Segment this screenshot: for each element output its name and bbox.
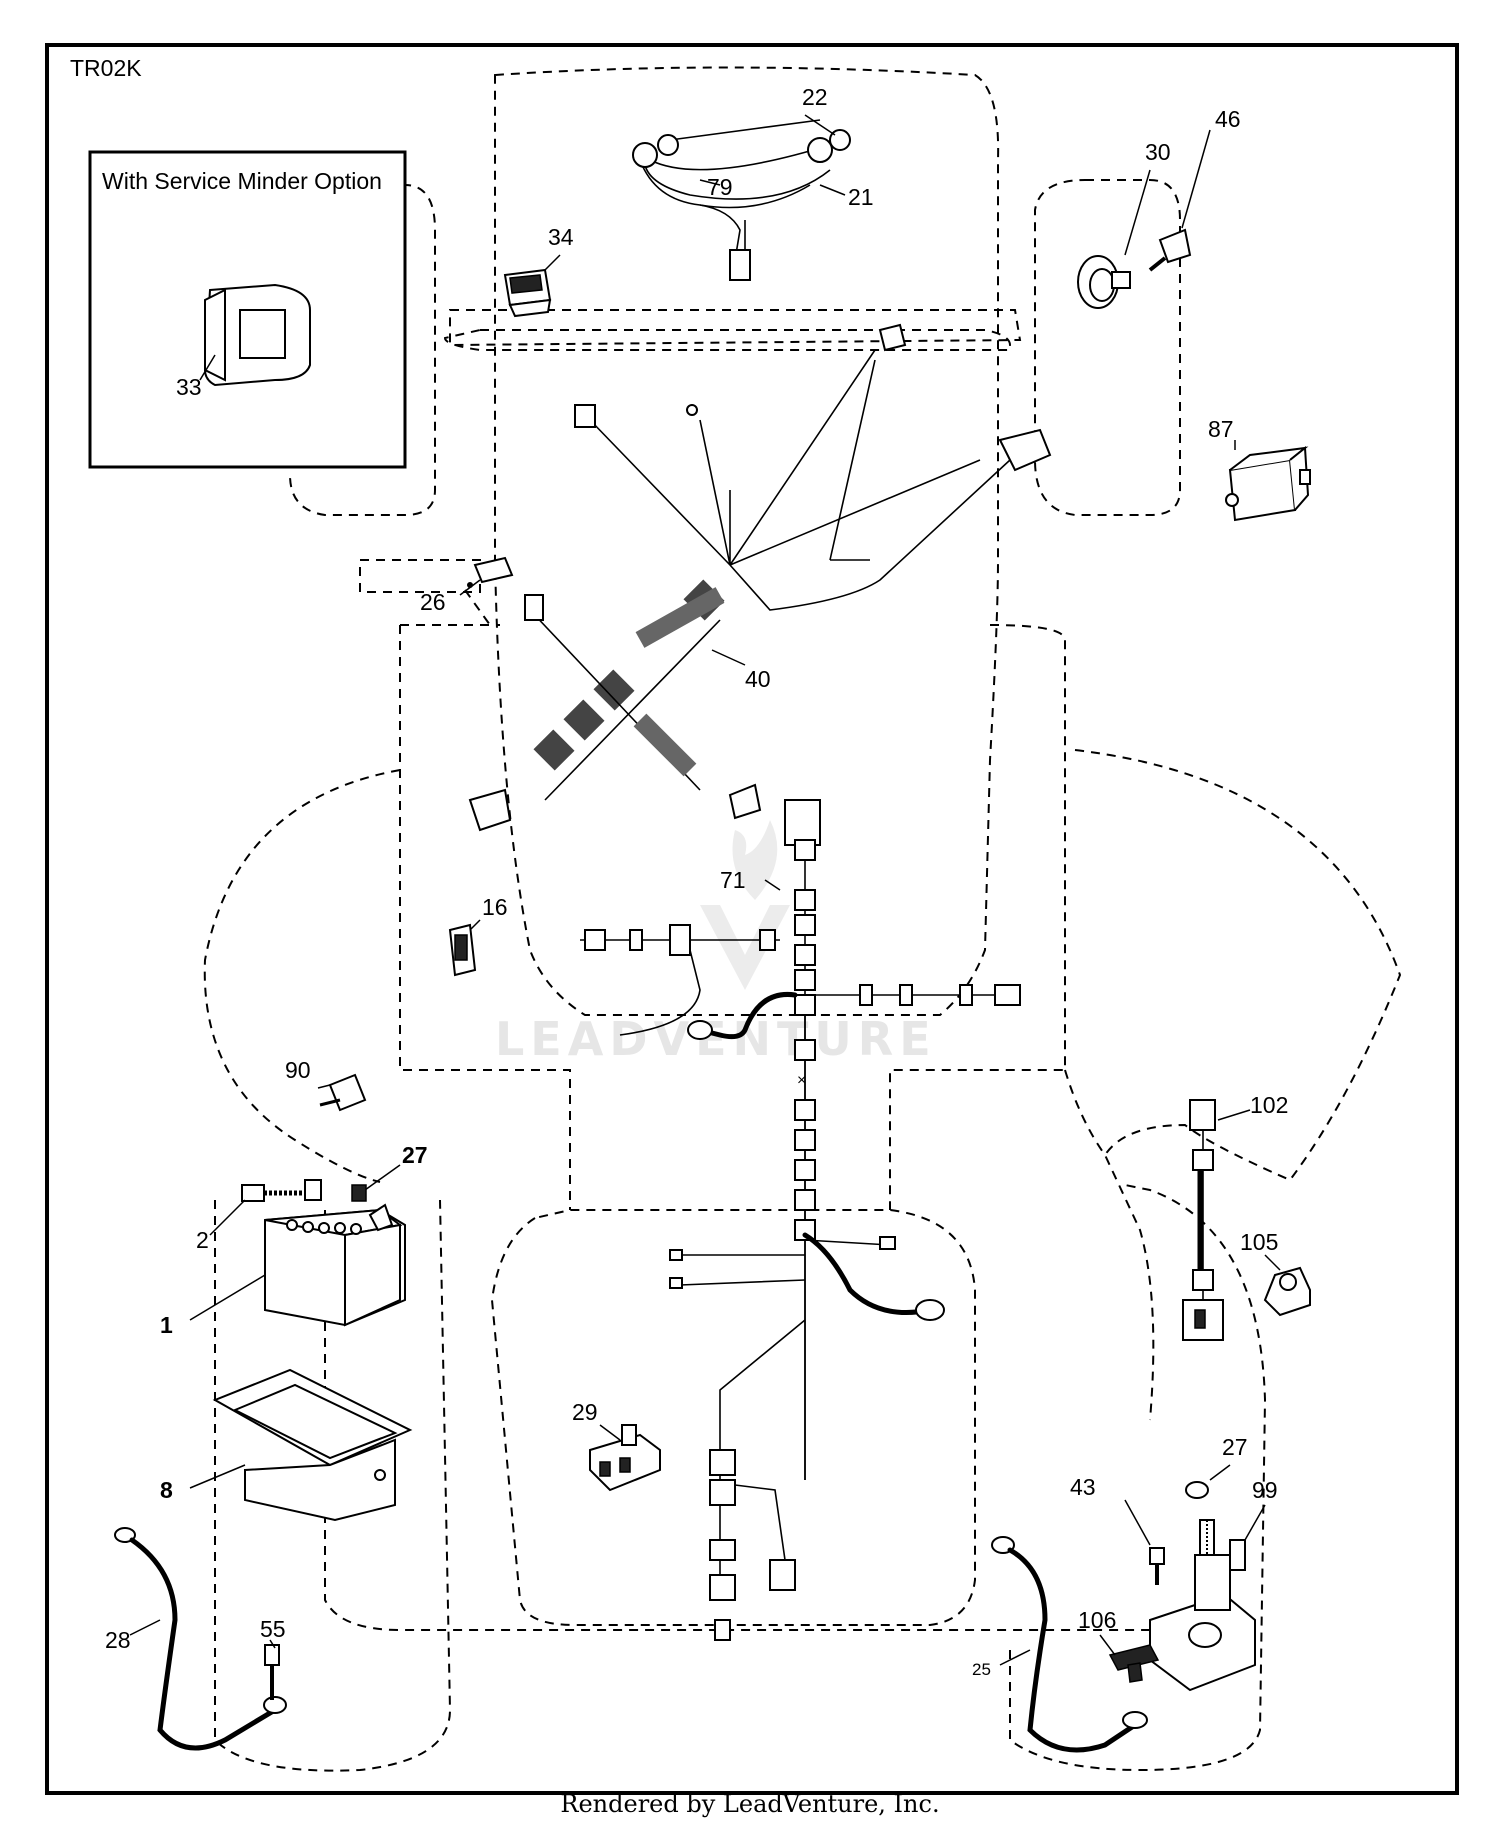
connector-16 [448,923,477,977]
svg-text:×: × [797,1072,806,1089]
watermark-text: LEADVENTURE [495,1012,937,1066]
watermark: LEADVENTURE [495,820,937,1066]
fuse-26 [467,556,514,588]
headlight-assembly [632,119,851,281]
tractor-outline [203,66,1402,1772]
hour-meter-46 [203,283,311,387]
part-106 [1108,1644,1160,1683]
label-87: 87 [1208,416,1234,442]
label-55: 55 [260,1616,286,1642]
diagram-code: TR02K [70,55,142,81]
label-46: 33 [176,374,202,400]
label-106: 106 [1078,1607,1116,1633]
nut-27 [1185,1481,1209,1499]
battery-tray-8 [212,1368,413,1522]
switch-105 [1263,1266,1311,1317]
label-29: 29 [572,1399,598,1425]
label-43: 99 [1252,1477,1278,1503]
part-90 [319,1073,367,1112]
ignition-key-33 [1148,228,1192,272]
battery-1 [264,1203,406,1327]
relay-87 [1225,446,1311,522]
diagram-frame [45,43,1459,1795]
label-105: 105 [1240,1229,1278,1255]
label-99: 43 [1070,1474,1096,1500]
cable-102 [1182,1099,1224,1341]
label-28: 28 [105,1627,131,1653]
label-30: 30 [1145,139,1171,165]
label-90: 90 [285,1057,311,1083]
cable-25 [991,1536,1148,1753]
label-2: 2 [196,1227,209,1253]
label-8: 8 [160,1477,173,1503]
main-harness-40 [468,323,1052,832]
screw-55 [264,1644,280,1700]
render-credit: Rendered by LeadVenture, Inc. [560,1790,940,1818]
battery-bolts [241,1179,367,1202]
label-22: 22 [802,84,828,110]
label-71: 71 [720,867,746,893]
harness-71: × [580,799,1021,1641]
bolt-99 [1149,1547,1165,1585]
label-21: 21 [848,184,874,210]
label-27-bottom: 27 [1222,1434,1248,1460]
solenoid-43 [1149,1519,1256,1692]
switch-29 [589,1424,661,1492]
inset-title: With Service Minder Option [102,168,382,194]
label-79: 79 [707,174,733,200]
label-34: 34 [548,224,574,250]
label-1: 1 [160,1312,173,1338]
label-27-top: 27 [402,1142,428,1168]
label-40: 40 [745,666,771,692]
ground-cable-28 [114,1527,287,1751]
ignition-switch-30 [1077,255,1131,309]
label-102: 102 [1250,1092,1288,1118]
switch-34 [503,268,552,318]
label-33: 46 [1215,106,1241,132]
label-16: 16 [482,894,508,920]
label-26: 26 [420,589,446,615]
label-25: 25 [972,1660,991,1679]
